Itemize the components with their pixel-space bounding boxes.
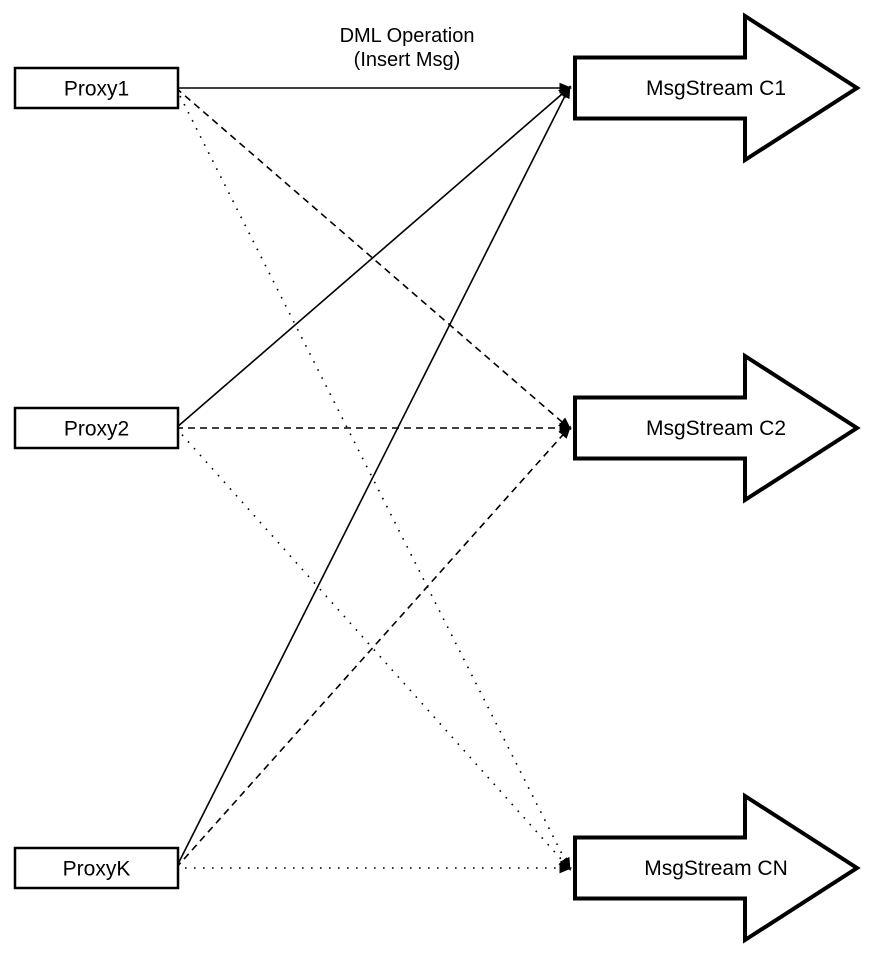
proxy-box xyxy=(13,846,180,890)
proxy-label: Proxy1 xyxy=(64,78,129,101)
stream-node-cn: MsgStream CN xyxy=(573,792,861,944)
stream-node-c2: MsgStream C2 xyxy=(573,352,861,504)
edges-layer xyxy=(175,82,573,874)
proxy-box xyxy=(13,66,180,110)
stream-arrow-shape xyxy=(573,352,861,504)
diagram-title-line2: (Insert Msg) xyxy=(354,49,461,71)
stream-label: MsgStream CN xyxy=(644,857,788,880)
proxy-label: ProxyK xyxy=(63,858,131,881)
proxy-node-proxyK: ProxyK xyxy=(13,846,180,890)
stream-node-c1: MsgStream C1 xyxy=(573,12,861,164)
stream-label: MsgStream C1 xyxy=(646,77,786,100)
edge-proxy1-cn xyxy=(175,87,571,871)
proxy-label: Proxy2 xyxy=(64,418,129,441)
diagram-title-line1: DML Operation xyxy=(340,25,475,47)
proxy-node-proxy1: Proxy1 xyxy=(13,66,180,110)
stream-arrow-shape xyxy=(573,12,861,164)
proxy-node-proxy2: Proxy2 xyxy=(13,406,180,450)
edge-proxyK-c2 xyxy=(175,425,572,869)
proxy-box xyxy=(13,406,180,450)
stream-nodes-layer: MsgStream C1 MsgStream C2 MsgStream CN xyxy=(573,12,861,944)
edge-proxy1-c2 xyxy=(175,87,572,431)
edge-proxyK-c1 xyxy=(175,85,571,869)
edge-proxy2-c1 xyxy=(175,85,572,429)
stream-label: MsgStream C2 xyxy=(646,417,786,440)
stream-arrow-shape xyxy=(573,792,861,944)
